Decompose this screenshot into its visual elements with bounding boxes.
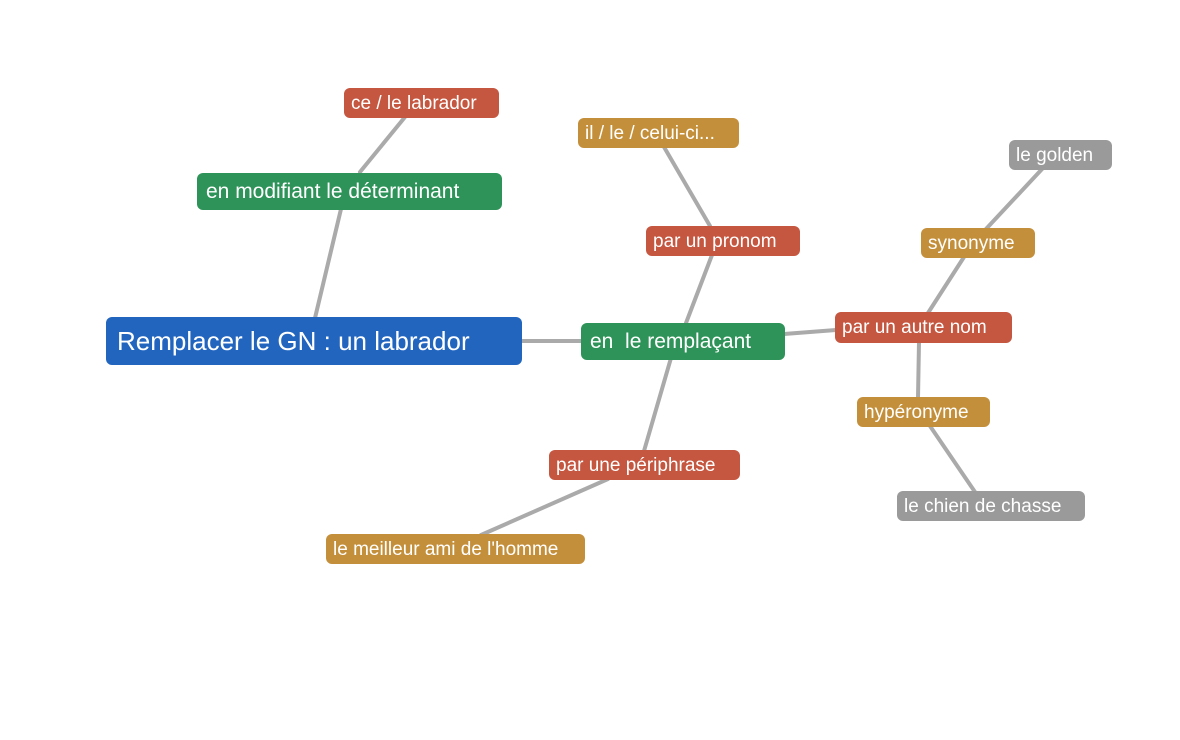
node-golden-label: le golden [1016, 144, 1094, 166]
node-golden[interactable]: le golden [1009, 140, 1112, 170]
node-autre-nom[interactable]: par un autre nom [835, 312, 1012, 343]
node-meilleur-ami-label: le meilleur ami de l'homme [333, 538, 559, 560]
link-pronoun-il [662, 145, 712, 228]
link-replace-autre [782, 328, 838, 336]
link-autre-hyper [916, 340, 921, 400]
node-synonyme[interactable]: synonyme [921, 228, 1035, 258]
node-il-le-celui-label: il / le / celui-ci... [585, 122, 715, 144]
node-pronoun[interactable]: par un pronom [646, 226, 800, 256]
node-modify-determinant[interactable]: en modifiant le déterminant [197, 173, 502, 210]
node-meilleur-ami[interactable]: le meilleur ami de l'homme [326, 534, 585, 564]
link-replace-pronoun [684, 253, 714, 325]
node-replace[interactable]: en le remplaçant [581, 323, 785, 360]
node-synonyme-label: synonyme [928, 232, 1015, 254]
node-periphrase[interactable]: par une périphrase [549, 450, 740, 480]
node-il-le-celui[interactable]: il / le / celui-ci... [578, 118, 739, 148]
link-modify-ce [358, 115, 407, 174]
node-pronoun-label: par un pronom [653, 230, 777, 252]
node-chien-chasse-label: le chien de chasse [904, 495, 1062, 517]
node-chien-chasse[interactable]: le chien de chasse [897, 491, 1085, 521]
node-hyperonyme[interactable]: hypéronyme [857, 397, 990, 427]
link-root-modify [313, 207, 343, 320]
node-replace-label: en le remplaçant [590, 330, 752, 353]
link-hyper-chien [928, 424, 977, 494]
node-ce-labrador-label: ce / le labrador [351, 92, 477, 114]
link-replace-periph [642, 356, 673, 453]
link-autre-synonyme [926, 255, 966, 315]
node-root[interactable]: Remplacer le GN : un labrador [106, 317, 522, 365]
node-periphrase-label: par une périphrase [556, 454, 716, 476]
node-root-label: Remplacer le GN : un labrador [117, 326, 470, 356]
node-ce-labrador[interactable]: ce / le labrador [344, 88, 499, 118]
node-hyperonyme-label: hypéronyme [864, 401, 969, 423]
node-autre-nom-label: par un autre nom [842, 317, 987, 338]
node-modify-determinant-label: en modifiant le déterminant [206, 180, 460, 203]
link-periph-meilleur [479, 477, 610, 537]
link-synonyme-golden [984, 166, 1045, 231]
